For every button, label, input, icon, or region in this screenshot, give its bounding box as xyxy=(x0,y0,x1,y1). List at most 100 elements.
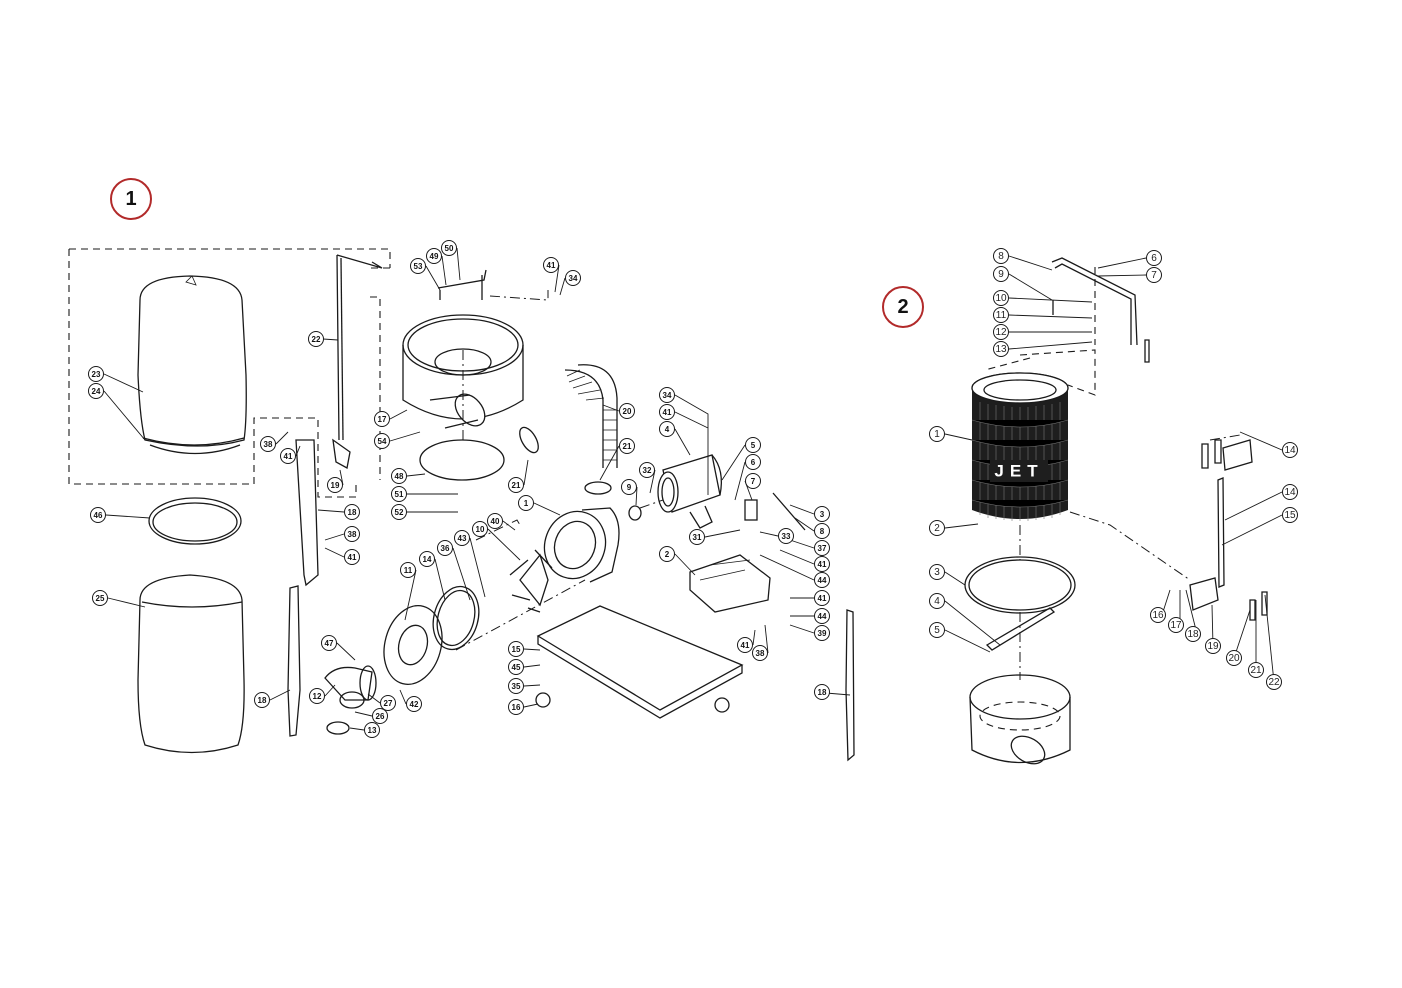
callout-bubble xyxy=(472,521,488,537)
callout-section1-45: 45 xyxy=(508,659,524,675)
callout-bubble xyxy=(391,468,407,484)
callout-section1-41: 41 xyxy=(659,404,675,420)
callout-label: 21 xyxy=(623,442,632,451)
callout-section2-9: 9 xyxy=(993,266,1009,282)
callout-label: 6 xyxy=(751,458,756,467)
frame-leg-lower xyxy=(287,585,301,737)
callout-section1-19: 19 xyxy=(327,477,343,493)
callout-bubble xyxy=(508,477,524,493)
callout-bubble xyxy=(508,641,524,657)
callout-section1-48: 48 xyxy=(391,468,407,484)
impeller xyxy=(509,549,553,613)
callout-bubble xyxy=(454,530,470,546)
callout-label: 42 xyxy=(410,700,419,709)
drum-lid-disc xyxy=(419,439,505,481)
callout-section2-19: 19 xyxy=(1205,638,1221,654)
callout-label: 8 xyxy=(820,527,825,536)
callout-label: 8 xyxy=(998,251,1004,262)
callout-bubble xyxy=(441,240,457,256)
callout-section2-7: 7 xyxy=(1146,267,1162,283)
callout-bubble xyxy=(88,366,104,382)
callout-label: 38 xyxy=(348,530,357,539)
callout-bubble xyxy=(1282,442,1298,458)
callout-label: 18 xyxy=(1187,629,1199,640)
callout-label: 14 xyxy=(1284,445,1296,456)
callout-section1-25: 25 xyxy=(92,590,108,606)
callout-label: 41 xyxy=(741,641,750,650)
callout-bubble xyxy=(659,421,675,437)
callout-label: 31 xyxy=(693,533,702,542)
callout-label: 44 xyxy=(818,612,827,621)
callout-layer: 2324462522384119183841185349504134175448… xyxy=(88,240,1298,738)
callout-section2-6: 6 xyxy=(1146,250,1162,266)
motor xyxy=(657,454,723,529)
callout-label: 35 xyxy=(512,682,521,691)
callout-section2-14: 14 xyxy=(1282,484,1298,500)
callout-bubble xyxy=(814,572,830,588)
callout-section1-34: 34 xyxy=(659,387,675,403)
callout-section1-38: 38 xyxy=(344,526,360,542)
callout-bubble xyxy=(929,622,945,638)
ring-clamp xyxy=(148,497,242,545)
callout-bubble xyxy=(619,403,635,419)
callout-label: 38 xyxy=(756,649,765,658)
callout-bubble xyxy=(543,257,559,273)
callout-section1-26: 26 xyxy=(372,708,388,724)
callout-bubble xyxy=(88,383,104,399)
callout-bubble xyxy=(639,462,655,478)
callout-label: 10 xyxy=(476,525,485,534)
callout-section1-24: 24 xyxy=(88,383,104,399)
callout-bubble xyxy=(929,593,945,609)
callout-section1-9: 9 xyxy=(621,479,637,495)
callout-section2-11: 11 xyxy=(993,307,1009,323)
upper-filter-bag xyxy=(137,275,247,455)
callout-section2-16: 16 xyxy=(1150,607,1166,623)
callout-section2-12: 12 xyxy=(993,324,1009,340)
callout-section1-6: 6 xyxy=(745,454,761,470)
callout-section1-54: 54 xyxy=(374,433,390,449)
callout-label: 26 xyxy=(376,712,385,721)
callout-section1-50: 50 xyxy=(441,240,457,256)
callout-bubble xyxy=(1248,662,1264,678)
callout-bubble xyxy=(327,477,343,493)
callout-label: 6 xyxy=(1151,253,1157,264)
section-1-assembly xyxy=(68,248,855,762)
callout-section1-53: 53 xyxy=(410,258,426,274)
callout-label: 41 xyxy=(818,560,827,569)
callout-label: 12 xyxy=(313,692,322,701)
callout-label: 25 xyxy=(96,594,105,603)
inlet-ring xyxy=(383,605,443,685)
hose-clamp xyxy=(584,481,612,495)
callout-label: 36 xyxy=(441,544,450,553)
callout-bubble xyxy=(260,436,276,452)
callout-label: 17 xyxy=(378,415,387,424)
callout-section2-22: 22 xyxy=(1266,674,1282,690)
callout-label: 15 xyxy=(512,645,521,654)
callout-bubble xyxy=(380,695,396,711)
callout-label: 5 xyxy=(751,441,756,450)
callout-bubble xyxy=(814,540,830,556)
callout-section1-15: 15 xyxy=(508,641,524,657)
filter-brand-label: JET xyxy=(994,462,1043,481)
callout-bubble xyxy=(814,625,830,641)
callout-section2-1: 1 xyxy=(929,426,945,442)
section-marker-2-label: 2 xyxy=(897,295,909,318)
lower-collection-bag xyxy=(137,574,245,754)
callout-bubble xyxy=(308,331,324,347)
callout-section1-41: 41 xyxy=(814,590,830,606)
callout-label: 43 xyxy=(458,534,467,543)
inlet-plate xyxy=(432,585,480,651)
callout-section1-46: 46 xyxy=(90,507,106,523)
callout-label: 5 xyxy=(934,625,940,636)
callout-section1-21: 21 xyxy=(619,438,635,454)
callout-section2-10: 10 xyxy=(993,290,1009,306)
callout-section1-39: 39 xyxy=(814,625,830,641)
callout-bubble xyxy=(752,645,768,661)
callout-section1-38: 38 xyxy=(260,436,276,452)
callout-section1-44: 44 xyxy=(814,572,830,588)
filter-ring xyxy=(964,556,1076,614)
callout-bubble xyxy=(993,266,1009,282)
callout-section1-2: 2 xyxy=(659,546,675,562)
callout-section1-41: 41 xyxy=(280,448,296,464)
callout-label: 7 xyxy=(1151,270,1157,281)
